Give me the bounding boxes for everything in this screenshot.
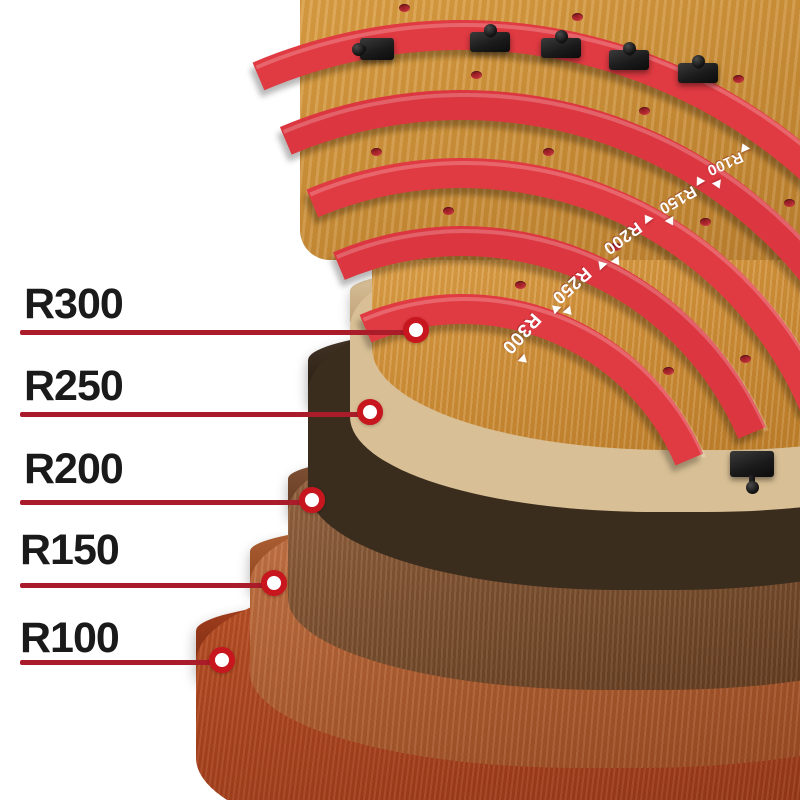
template-mounting-hole <box>610 242 622 251</box>
clamp-knob-stem <box>749 475 755 484</box>
callout-label-r200: R200 <box>24 445 124 493</box>
clamp-arc-r200[interactable] <box>601 42 663 84</box>
callout-label-r250: R250 <box>24 362 124 410</box>
clamp-body <box>609 50 649 70</box>
template-mounting-hole <box>662 366 674 375</box>
clamp-arc-r250[interactable] <box>533 30 595 72</box>
callout-label-r100: R100 <box>20 614 120 662</box>
clamp-body <box>470 32 510 52</box>
template-mounting-hole <box>699 217 711 226</box>
callout-dot-r250[interactable] <box>357 399 383 425</box>
callout-dot-r300[interactable] <box>403 317 429 343</box>
clamp-arc-r300[interactable] <box>462 24 524 66</box>
template-mounting-hole <box>639 106 651 115</box>
template-mounting-hole <box>784 199 796 208</box>
clamp-knob[interactable] <box>554 30 568 43</box>
clamp-arc-r150[interactable] <box>670 55 732 97</box>
template-mounting-hole <box>471 71 483 80</box>
clamp-knob[interactable] <box>352 42 365 56</box>
clamp-knob[interactable] <box>691 55 705 68</box>
callout-label-r150: R150 <box>20 526 120 574</box>
clamp-left-end[interactable] <box>352 30 408 74</box>
callout-leader-line-r200 <box>20 500 312 505</box>
template-mounting-hole <box>732 74 744 83</box>
template-mounting-hole <box>399 4 411 13</box>
template-mounting-hole <box>542 148 554 157</box>
callout-leader-line-r300 <box>20 330 416 335</box>
clamp-body <box>541 38 581 58</box>
template-mounting-hole <box>514 281 526 290</box>
callout-dot-r150[interactable] <box>261 570 287 596</box>
template-mounting-hole <box>571 13 583 22</box>
clamp-body <box>360 38 394 60</box>
template-mounting-hole <box>442 207 454 216</box>
clamp-knob[interactable] <box>483 24 497 37</box>
callout-dot-r100[interactable] <box>209 647 235 673</box>
template-mounting-hole <box>371 148 383 157</box>
clamp-knob[interactable] <box>622 42 636 55</box>
template-mounting-hole <box>740 355 752 364</box>
callout-leader-line-r100 <box>20 660 222 665</box>
clamp-bottom-end[interactable] <box>722 443 788 494</box>
clamp-body <box>678 63 718 83</box>
clamp-body <box>730 451 774 477</box>
callout-label-r300: R300 <box>24 280 124 328</box>
callout-leader-line-r150 <box>20 583 274 588</box>
callout-dot-r200[interactable] <box>299 487 325 513</box>
clamp-knob[interactable] <box>745 481 759 494</box>
callout-leader-line-r250 <box>20 412 370 417</box>
